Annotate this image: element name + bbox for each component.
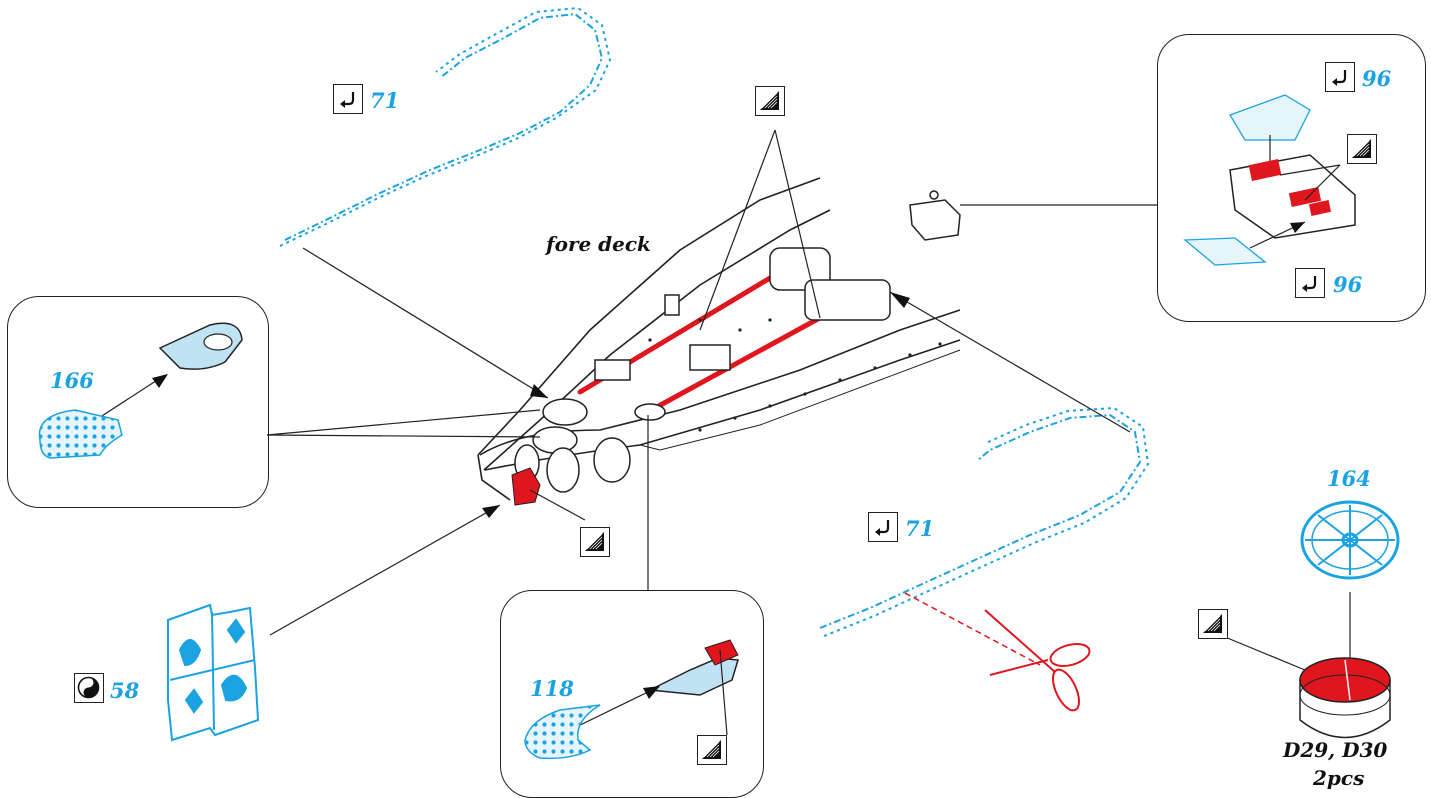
chain-lower-number: 71 xyxy=(905,516,935,541)
wheel-number: 164 xyxy=(1327,466,1371,491)
inset-top-right-content xyxy=(1183,94,1356,266)
leader-lines xyxy=(266,129,1351,671)
inset-bottom-number: 118 xyxy=(530,676,574,701)
inset-bottom-content xyxy=(524,639,739,760)
ship-fore-hull xyxy=(477,177,961,501)
shield-decal xyxy=(167,603,260,742)
hatched-paint-icon xyxy=(580,527,610,557)
inset-top-right-number-a: 96 xyxy=(1362,66,1392,91)
drum-part xyxy=(1299,657,1391,739)
chain-upper-number: 71 xyxy=(370,88,400,113)
shield-number: 58 xyxy=(110,678,140,703)
yin-yang-icon xyxy=(74,673,104,703)
inset-left-number: 166 xyxy=(50,368,94,393)
deck-fittings xyxy=(514,247,891,493)
hatched-paint-icon xyxy=(697,735,727,765)
part-count: 2pcs xyxy=(1313,766,1365,790)
bend-arrow-icon xyxy=(1295,268,1325,298)
hatched-paint-icon xyxy=(755,86,785,116)
leader-arrowheads xyxy=(482,292,910,518)
fore-deck-caption: fore deck xyxy=(546,232,651,256)
inset-top-right-number-b: 96 xyxy=(1333,272,1363,297)
inset-top-right xyxy=(1157,34,1426,322)
bend-arrow-icon xyxy=(333,84,363,114)
etched-chain-lower xyxy=(819,406,1150,637)
hatched-paint-icon xyxy=(1347,134,1377,164)
bend-arrow-icon xyxy=(868,512,898,542)
wheel-etch xyxy=(1300,500,1400,580)
deck-rivets xyxy=(648,318,942,432)
inset-left-content xyxy=(38,322,243,459)
small-fitting xyxy=(909,190,961,241)
inset-left xyxy=(7,296,269,508)
part-code: D29, D30 xyxy=(1283,738,1388,762)
cut-line xyxy=(904,592,1041,666)
etched-chain-upper xyxy=(279,6,612,247)
bend-arrow-icon xyxy=(1325,62,1355,92)
scissors-icon xyxy=(984,609,1091,712)
hatched-paint-icon xyxy=(1198,609,1228,639)
